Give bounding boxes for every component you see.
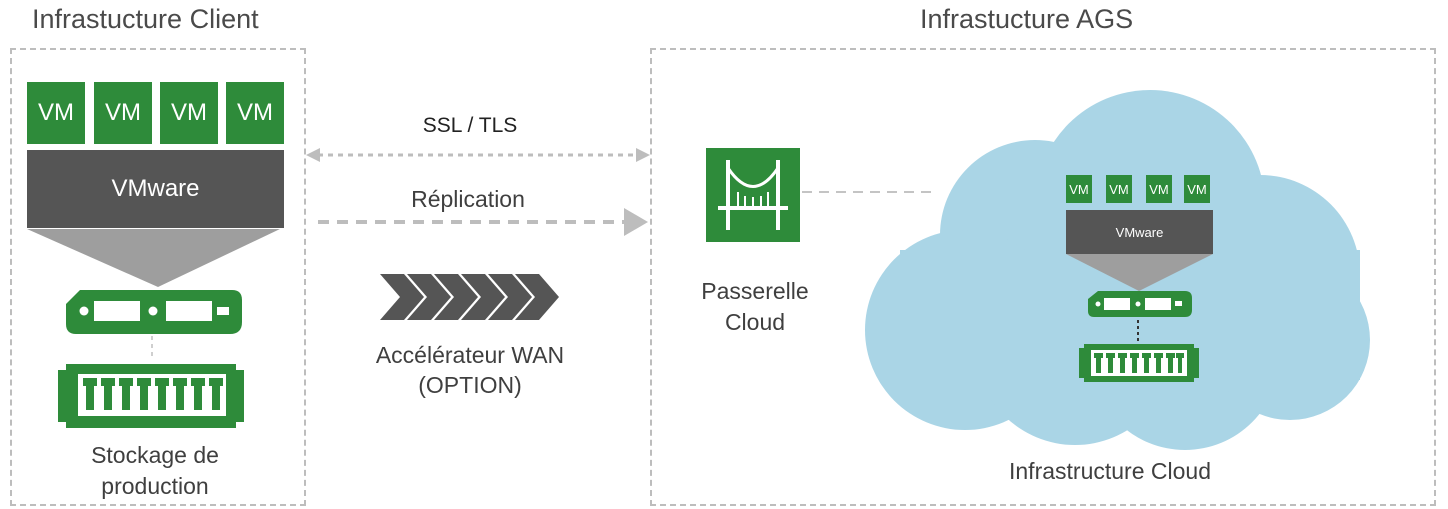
cloud-server-icon xyxy=(1088,291,1192,317)
ags-infrastructure-frame xyxy=(650,48,1436,506)
client-storage-icon xyxy=(58,364,244,428)
wan-accelerator-label: Accélérateur WAN (OPTION) xyxy=(340,340,600,400)
client-infrastructure-title: Infrastucture Client xyxy=(32,4,259,34)
cloud-vm-4: VM xyxy=(1184,175,1210,203)
gateway-label-line1: Passerelle xyxy=(701,278,809,304)
client-vm-1: VM xyxy=(27,82,85,144)
client-infrastructure-frame xyxy=(10,48,306,506)
cloud-vm-3: VM xyxy=(1146,175,1172,203)
cloud-storage-icon xyxy=(1079,344,1199,382)
client-storage-label: Stockage de production xyxy=(40,440,270,502)
ssl-tls-label: SSL / TLS xyxy=(422,114,518,137)
client-storage-label-line2: production xyxy=(101,473,209,499)
bridge-gateway-icon xyxy=(706,148,800,242)
gateway-label: Passerelle Cloud xyxy=(680,276,830,338)
client-vm-3: VM xyxy=(160,82,218,144)
cloud-vm-1: VM xyxy=(1066,175,1092,203)
client-server-icon xyxy=(66,290,242,334)
client-vm-4: VM xyxy=(226,82,284,144)
ags-infrastructure-title: Infrastucture AGS xyxy=(920,4,1134,34)
client-vm-2: VM xyxy=(94,82,152,144)
wan-accelerator-label-line2: (OPTION) xyxy=(418,372,522,398)
ssl-tls-connector xyxy=(306,148,650,162)
wan-accelerator-label-line1: Accélérateur WAN xyxy=(375,342,565,368)
client-hypervisor: VMware xyxy=(27,150,284,228)
cloud-hypervisor: VMware xyxy=(1066,210,1213,254)
client-storage-label-line1: Stockage de xyxy=(91,442,219,468)
replication-connector xyxy=(318,208,648,236)
cloud-funnel-shape xyxy=(1066,254,1213,291)
replication-label: Réplication xyxy=(411,186,525,212)
gateway-label-line2: Cloud xyxy=(724,309,786,335)
wan-accelerator-chevrons-icon xyxy=(380,274,559,320)
client-funnel-shape xyxy=(27,229,280,287)
cloud-infrastructure-label: Infrastructure Cloud xyxy=(1009,458,1211,484)
cloud-vm-2: VM xyxy=(1106,175,1132,203)
